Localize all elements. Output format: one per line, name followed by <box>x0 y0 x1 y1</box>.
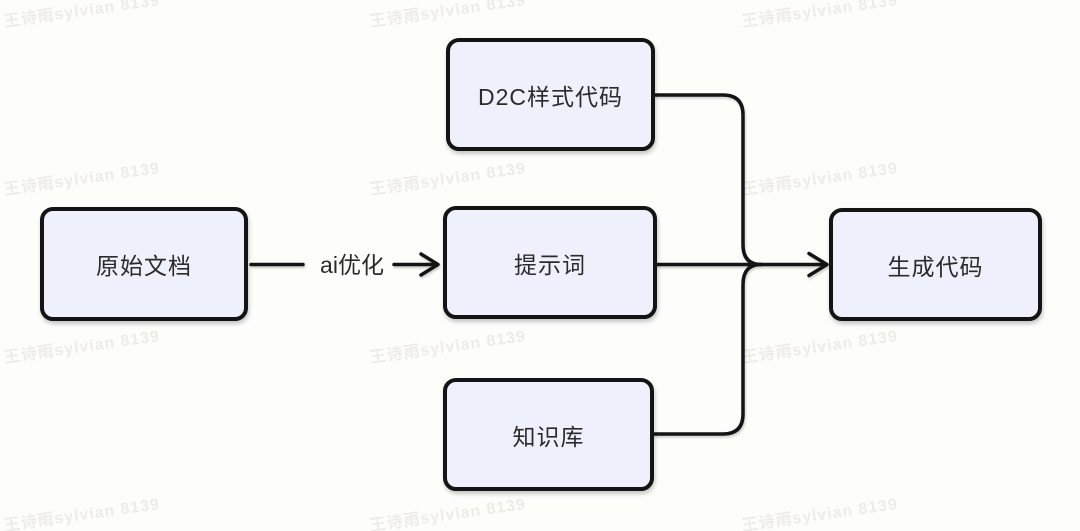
node-label: 提示词 <box>514 251 586 278</box>
arrowhead-icon <box>419 252 440 277</box>
node-d2c-style-code: D2C样式代码 <box>446 38 655 151</box>
node-generate-code: 生成代码 <box>829 208 1042 321</box>
node-label: 生成代码 <box>887 253 984 280</box>
arrowhead-icon <box>807 251 829 278</box>
node-label: 知识库 <box>512 423 585 450</box>
node-prompt: 提示词 <box>443 206 657 319</box>
edge-label-ai-optimize: ai优化 <box>320 252 384 278</box>
node-label: 原始文档 <box>96 253 192 279</box>
edge-d2c-merge <box>653 93 763 267</box>
edge-knowledge-merge <box>652 262 763 436</box>
node-label: D2C样式代码 <box>477 83 623 110</box>
node-knowledge-base: 知识库 <box>443 378 654 491</box>
edge-prompt-output <box>655 251 829 278</box>
edge-source-prompt <box>249 252 440 277</box>
node-original-document: 原始文档 <box>40 207 248 321</box>
